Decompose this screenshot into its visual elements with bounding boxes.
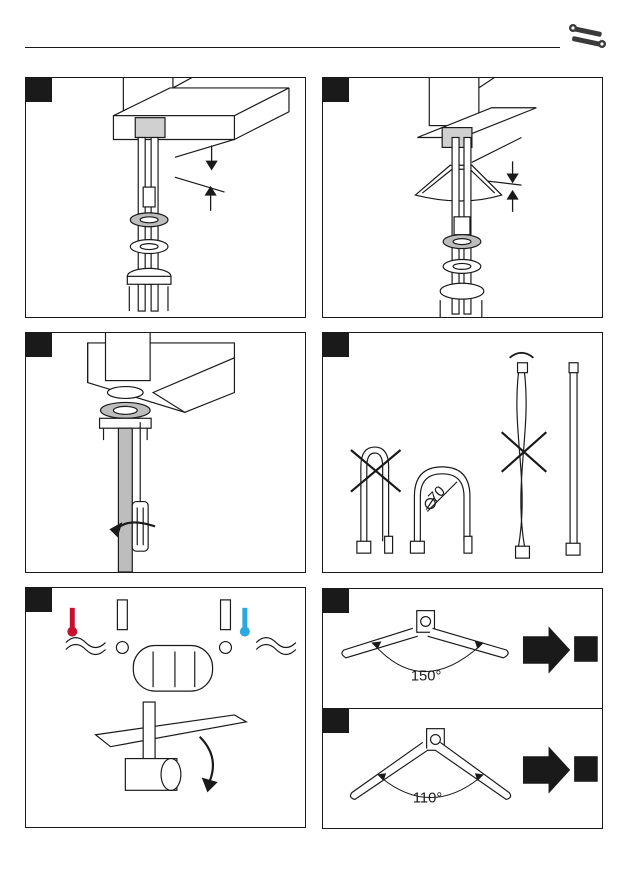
next-arrow-icon <box>523 626 570 673</box>
step4-illustration: 70 <box>323 333 602 572</box>
tools-icon <box>567 22 607 52</box>
step-panel-3 <box>25 332 306 573</box>
step3-illustration <box>26 333 305 572</box>
angle-label: 150° <box>411 668 442 684</box>
step-panel-7: 110° <box>322 708 603 829</box>
step-panel-4: 70 <box>322 332 603 573</box>
header-rule <box>25 47 560 48</box>
step-panel-6: 150° <box>322 588 603 709</box>
diameter-label: 70 <box>426 483 449 506</box>
step6-illustration: 150° <box>323 589 602 708</box>
step-panel-5 <box>25 587 306 828</box>
step-panel-1 <box>25 77 306 318</box>
hot-indicator-icon <box>70 608 75 630</box>
step1-illustration <box>26 78 305 317</box>
step-panel-2 <box>322 77 603 318</box>
step-ref-tab <box>574 756 598 782</box>
step-ref-tab <box>574 636 598 662</box>
step2-illustration <box>323 78 602 317</box>
angle-label: 110° <box>413 790 443 806</box>
next-arrow-icon <box>523 746 570 793</box>
step5-illustration <box>26 588 305 827</box>
step7-illustration: 110° <box>323 709 602 828</box>
cold-indicator-icon <box>242 608 247 630</box>
